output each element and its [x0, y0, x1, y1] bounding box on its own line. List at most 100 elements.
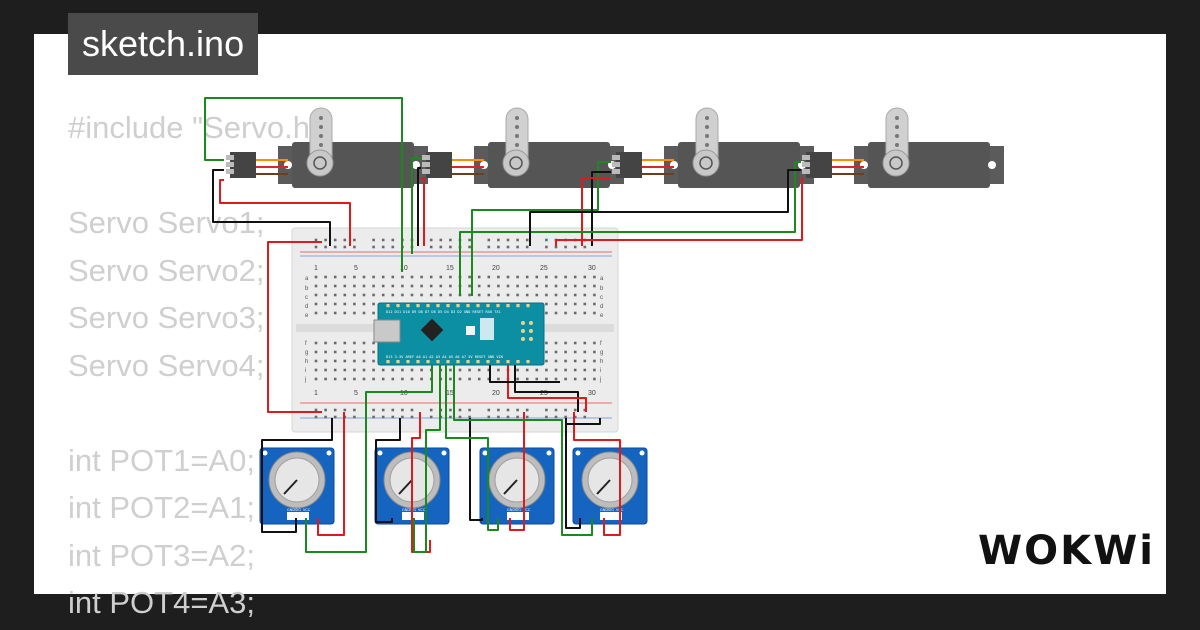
- breadboard-row-letters: a b c d e f g h i j a b c d e f g h i j: [304, 276, 604, 383]
- servo-shaft-icon: [889, 156, 903, 170]
- code-line: int POT2=A1;: [68, 490, 255, 525]
- breadboard-hole: [410, 415, 414, 419]
- wires: [204, 97, 803, 553]
- breadboard-hole: [391, 275, 395, 279]
- breadboard-hole: [487, 293, 491, 297]
- servo-shaft: [306, 149, 334, 177]
- breadboard-hole: [573, 284, 577, 288]
- breadboard-hole: [516, 368, 519, 372]
- mount-hole: [377, 450, 383, 456]
- breadboard-hole: [391, 284, 395, 288]
- file-tab[interactable]: sketch.ino: [68, 13, 259, 75]
- breadboard-hole: [593, 275, 596, 279]
- column-number: 25: [540, 265, 548, 272]
- horn-hole: [319, 125, 323, 129]
- column-number: 10: [400, 390, 408, 397]
- breadboard-hole: [593, 311, 596, 315]
- breadboard-hole: [583, 359, 587, 363]
- row-letter: e: [305, 313, 309, 319]
- column-number: 1: [314, 265, 318, 272]
- icsp-pin: [521, 329, 525, 333]
- mount-hole: [326, 450, 332, 456]
- breadboard-hole: [324, 408, 327, 412]
- breadboard-hole: [487, 238, 491, 242]
- breadboard-hole: [564, 245, 567, 249]
- breadboard-hole: [525, 275, 529, 279]
- breadboard-hole: [372, 350, 375, 354]
- breadboard-hole: [324, 341, 327, 345]
- breadboard-hole: [372, 368, 375, 372]
- row-letter: g: [305, 350, 308, 356]
- header-pin: [386, 304, 390, 308]
- breadboard-hole: [497, 408, 500, 412]
- breadboard-hole: [324, 302, 327, 306]
- breadboard-hole: [497, 415, 500, 419]
- horn-hole: [705, 116, 709, 120]
- breadboard-hole: [468, 377, 471, 381]
- breadboard-hole: [468, 293, 471, 297]
- pot-pin-label: VCC: [523, 508, 531, 512]
- breadboard-hole: [343, 377, 347, 381]
- breadboard-hole: [487, 245, 491, 249]
- breadboard-hole: [554, 377, 558, 381]
- breadboard-hole: [343, 293, 347, 297]
- servo: [422, 107, 624, 188]
- breadboard-hole: [353, 377, 356, 381]
- breadboard-hole: [333, 359, 337, 363]
- breadboard-hole: [324, 350, 327, 354]
- breadboard-hole: [324, 377, 327, 381]
- breadboard-hole: [458, 415, 462, 419]
- breadboard-hole: [429, 408, 433, 412]
- code-line: #include "Servo.h": [68, 110, 321, 145]
- breadboard-hole: [362, 311, 366, 315]
- breadboard-hole: [506, 238, 510, 242]
- breadboard-hole: [449, 293, 452, 297]
- breadboard-hole: [449, 415, 452, 419]
- code-line: Servo Servo2;: [68, 252, 265, 288]
- breadboard-hole: [573, 368, 577, 372]
- header-pin: [456, 304, 460, 308]
- breadboard-hole: [343, 341, 347, 345]
- wire-black: [417, 167, 421, 246]
- wire-black: [469, 418, 483, 521]
- breadboard-hole: [468, 368, 471, 372]
- breadboard-hole: [583, 245, 587, 249]
- breadboard-hole: [362, 293, 366, 297]
- breadboard-hole: [583, 293, 587, 297]
- breadboard-hole: [477, 377, 481, 381]
- header-pin: [486, 304, 490, 308]
- pot-pin-label: GND: [287, 508, 295, 512]
- pot-pointer: [596, 479, 611, 495]
- pot-pointer: [283, 479, 298, 495]
- code-line: int POT3=A2;: [68, 537, 255, 573]
- breadboard-hole: [583, 368, 587, 372]
- breadboard-hole: [554, 245, 558, 249]
- breadboard-hole: [314, 238, 318, 242]
- breadboard-hole: [449, 275, 452, 279]
- row-letter: i: [600, 368, 601, 374]
- header-pin: [416, 360, 420, 364]
- header-pin: [506, 360, 510, 364]
- breadboard-hole: [583, 408, 587, 412]
- horn-hole: [705, 143, 709, 147]
- mount-hole: [546, 450, 552, 456]
- breadboard-hole: [468, 284, 471, 288]
- arduino-bottom-pin-labels: D13 3.3V AREF A0 A1 A2 A3 A4 A5 A6 A7 5V…: [386, 355, 503, 359]
- breadboard-hole: [333, 275, 337, 279]
- header-pin: [496, 360, 500, 364]
- breadboard-hole: [324, 284, 327, 288]
- breadboard-hole: [487, 284, 491, 288]
- mount-hole: [575, 450, 581, 456]
- breadboard-hole: [516, 415, 519, 419]
- horn-hole: [515, 134, 519, 138]
- breadboard-hole: [372, 238, 375, 242]
- arduino-nano[interactable]: D12 D11 D10 D9 D8 D7 D6 D5 D4 D3 D2 GND …: [373, 302, 545, 366]
- breadboard-hole: [401, 377, 404, 381]
- row-letter: a: [600, 276, 604, 282]
- connector-pin: [802, 155, 810, 160]
- icsp-pin: [529, 337, 533, 341]
- servo-screw-hole: [988, 161, 996, 169]
- pot-pin-label: SIG: [515, 508, 521, 512]
